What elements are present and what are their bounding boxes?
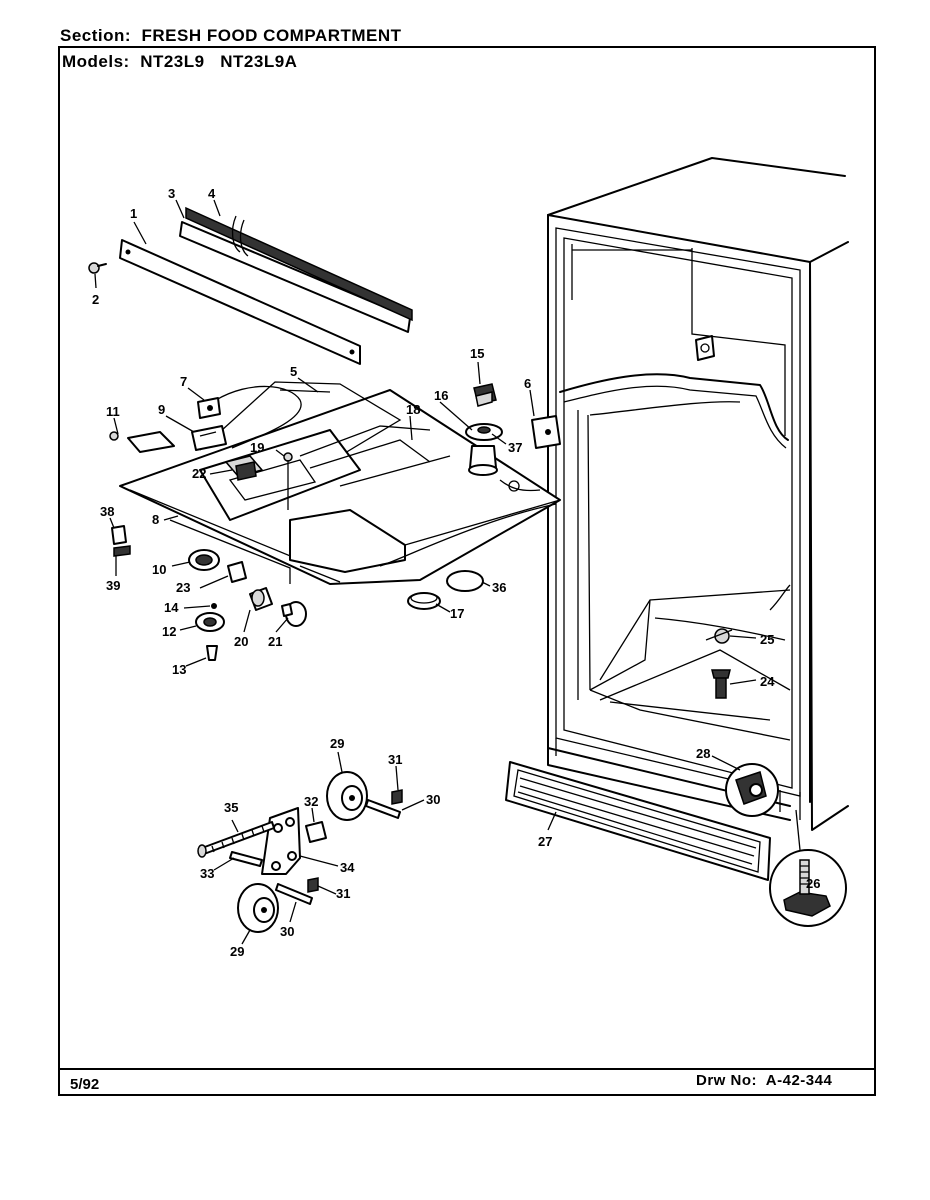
callout-6: 6 <box>524 376 531 391</box>
drawing-value: A-42-344 <box>765 1072 833 1089</box>
callout-3: 3 <box>168 186 175 201</box>
callout-7: 7 <box>180 374 187 389</box>
callout-18: 18 <box>406 402 420 417</box>
callout-38: 38 <box>100 504 114 519</box>
section-label: Section: <box>60 26 132 45</box>
callout-35: 35 <box>224 800 238 815</box>
callout-22: 22 <box>192 466 206 481</box>
small-parts <box>109 383 561 661</box>
footer-divider <box>58 1068 876 1070</box>
callout-12: 12 <box>162 624 176 639</box>
models-heading: Models: NT23L9 NT23L9A <box>62 52 297 72</box>
callout-27: 27 <box>538 834 552 849</box>
callout-labels: 1 2 3 4 5 6 7 8 9 10 11 12 13 14 15 16 1… <box>92 186 820 959</box>
callout-16: 16 <box>434 388 448 403</box>
callout-10: 10 <box>152 562 166 577</box>
callout-34: 34 <box>340 860 355 875</box>
callout-5: 5 <box>290 364 297 379</box>
callout-25: 25 <box>760 632 774 647</box>
callout-37: 37 <box>508 440 522 455</box>
roller-assembly <box>197 771 403 933</box>
callout-23: 23 <box>176 580 190 595</box>
callout-32: 32 <box>304 794 318 809</box>
callout-30-upper: 30 <box>426 792 440 807</box>
callout-28: 28 <box>696 746 710 761</box>
drawing-number: Drw No: A-42-344 <box>696 1072 832 1089</box>
cabinet-drawing <box>547 157 849 831</box>
callout-29-lower: 29 <box>230 944 244 959</box>
base-grille-27 <box>505 761 771 881</box>
callout-30-lower: 30 <box>280 924 294 939</box>
diagram-frame <box>58 46 876 1096</box>
bracket-28 <box>725 763 779 817</box>
callout-13: 13 <box>172 662 186 677</box>
callout-20: 20 <box>234 634 248 649</box>
leveling-leg-26 <box>769 809 847 927</box>
callout-21: 21 <box>268 634 282 649</box>
section-heading: Section: FRESH FOOD COMPARTMENT <box>60 26 402 46</box>
callout-29-upper: 29 <box>330 736 344 751</box>
callout-15: 15 <box>470 346 484 361</box>
drawing-label: Drw No: <box>696 1072 757 1089</box>
section-value: FRESH FOOD COMPARTMENT <box>141 26 402 45</box>
top-rails <box>88 206 413 365</box>
callout-8: 8 <box>152 512 159 527</box>
crisper-cover-assembly <box>119 381 561 585</box>
callout-33: 33 <box>200 866 214 881</box>
callout-31-upper: 31 <box>388 752 402 767</box>
models-value: NT23L9 NT23L9A <box>140 52 298 71</box>
footer-date: 5/92 <box>70 1076 100 1093</box>
callout-24: 24 <box>760 674 775 689</box>
drain-parts <box>705 628 733 699</box>
callout-39: 39 <box>106 578 120 593</box>
models-label: Models: <box>62 52 130 71</box>
callout-17: 17 <box>450 606 464 621</box>
callout-9: 9 <box>158 402 165 417</box>
callout-4: 4 <box>208 186 216 201</box>
callout-2: 2 <box>92 292 99 307</box>
leader-lines <box>94 199 757 945</box>
callout-19: 19 <box>250 440 264 455</box>
callout-31-lower: 31 <box>336 886 350 901</box>
callout-36: 36 <box>492 580 506 595</box>
callout-1: 1 <box>130 206 137 221</box>
callout-11: 11 <box>106 404 120 419</box>
callout-14: 14 <box>164 600 179 615</box>
callout-26: 26 <box>806 876 820 891</box>
